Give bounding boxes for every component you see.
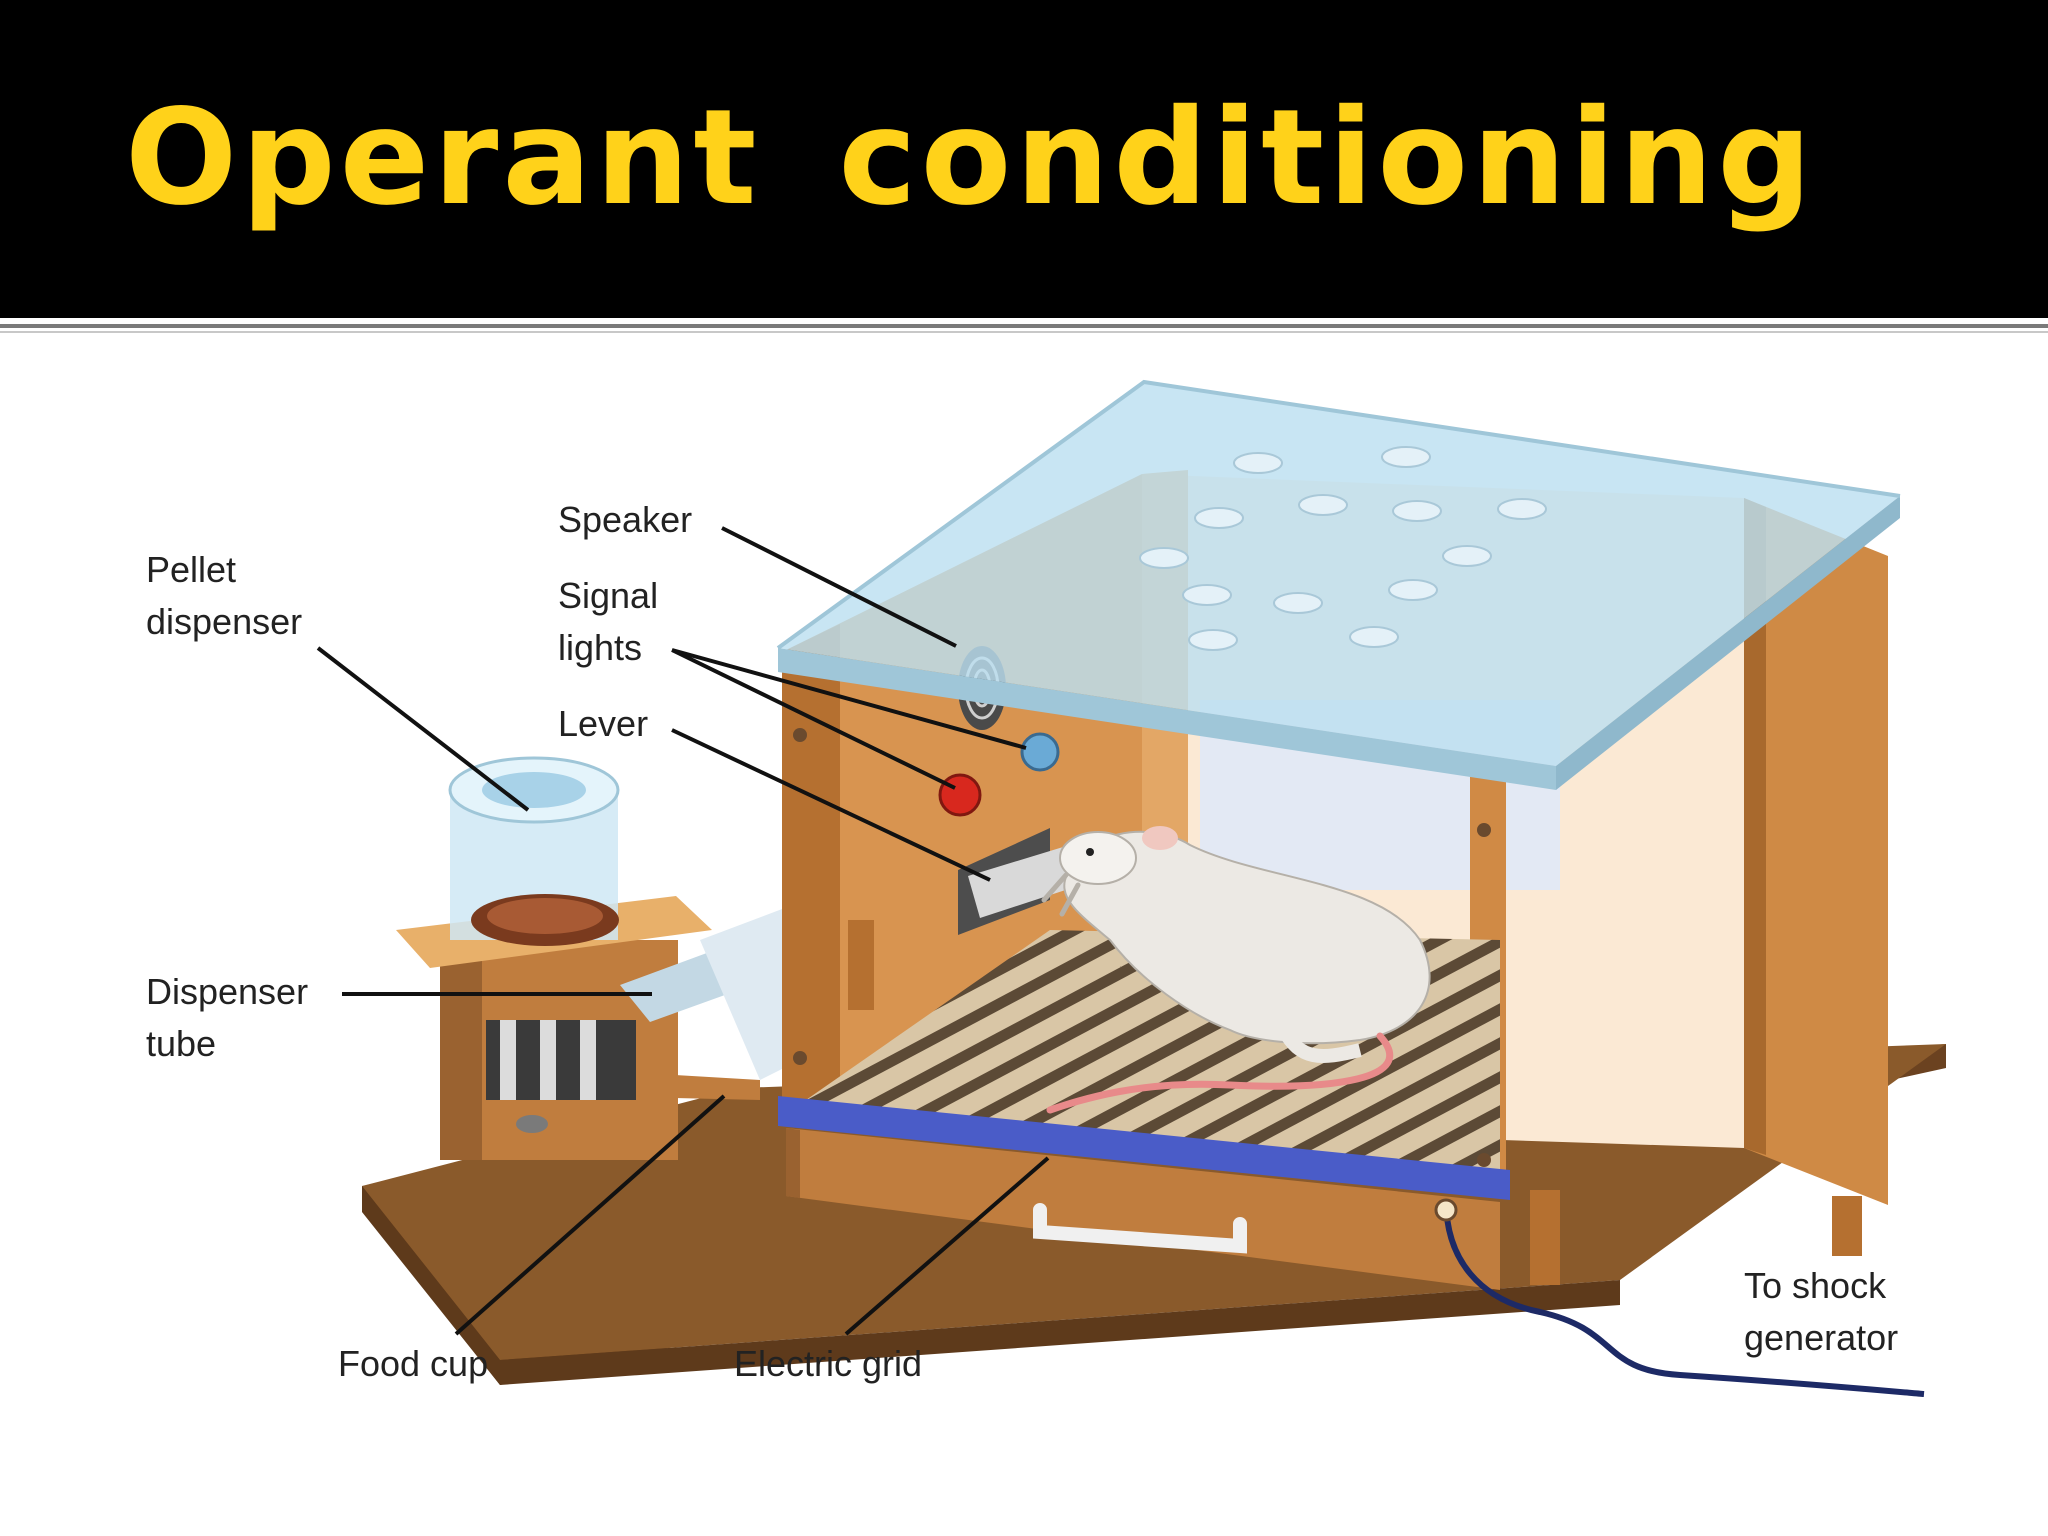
label-signal-lights-line2: lights (558, 627, 643, 668)
label-dispenser-tube-line1: Dispenser (146, 971, 309, 1012)
red-signal-light (938, 773, 982, 817)
pellet-dispenser-leader (316, 646, 530, 812)
title-divider-dark (0, 324, 2048, 328)
slide-title: Operant conditioning (125, 81, 1816, 235)
grid-terminal (1434, 1198, 1458, 1222)
speaker-leader (721, 526, 957, 648)
clear-lid (776, 379, 1901, 790)
leader-lines (316, 526, 1050, 1336)
title-divider-light (0, 331, 2048, 333)
blue-signal-light (1020, 732, 1060, 772)
lever-leader (671, 728, 991, 882)
label-shock-generator-line2: generator (1744, 1317, 1899, 1358)
label-dispenser-tube-line2: tube (146, 1023, 217, 1064)
food-cup-leader (454, 1094, 726, 1336)
shock-cable (1443, 1199, 1925, 1397)
pellet-dispenser-assembly (396, 756, 800, 1160)
label-pellet-dispenser-line2: dispenser (146, 601, 303, 642)
label-food-cup: Food cup (338, 1343, 489, 1384)
signal-light-blue-leader (671, 648, 1027, 750)
title-bar: Operant conditioning (0, 0, 2048, 318)
rat (1041, 826, 1431, 1114)
label-pellet-dispenser-line1: Pellet (146, 549, 237, 590)
label-electric-grid: Electric grid (734, 1343, 923, 1384)
electric-grid-leader (844, 1156, 1050, 1336)
signal-light-red-leader (671, 648, 956, 790)
label-shock-generator-line1: To shock (1744, 1265, 1887, 1306)
label-speaker: Speaker (558, 499, 693, 540)
label-lever: Lever (558, 703, 649, 744)
label-signal-lights-line1: Signal (558, 575, 659, 616)
